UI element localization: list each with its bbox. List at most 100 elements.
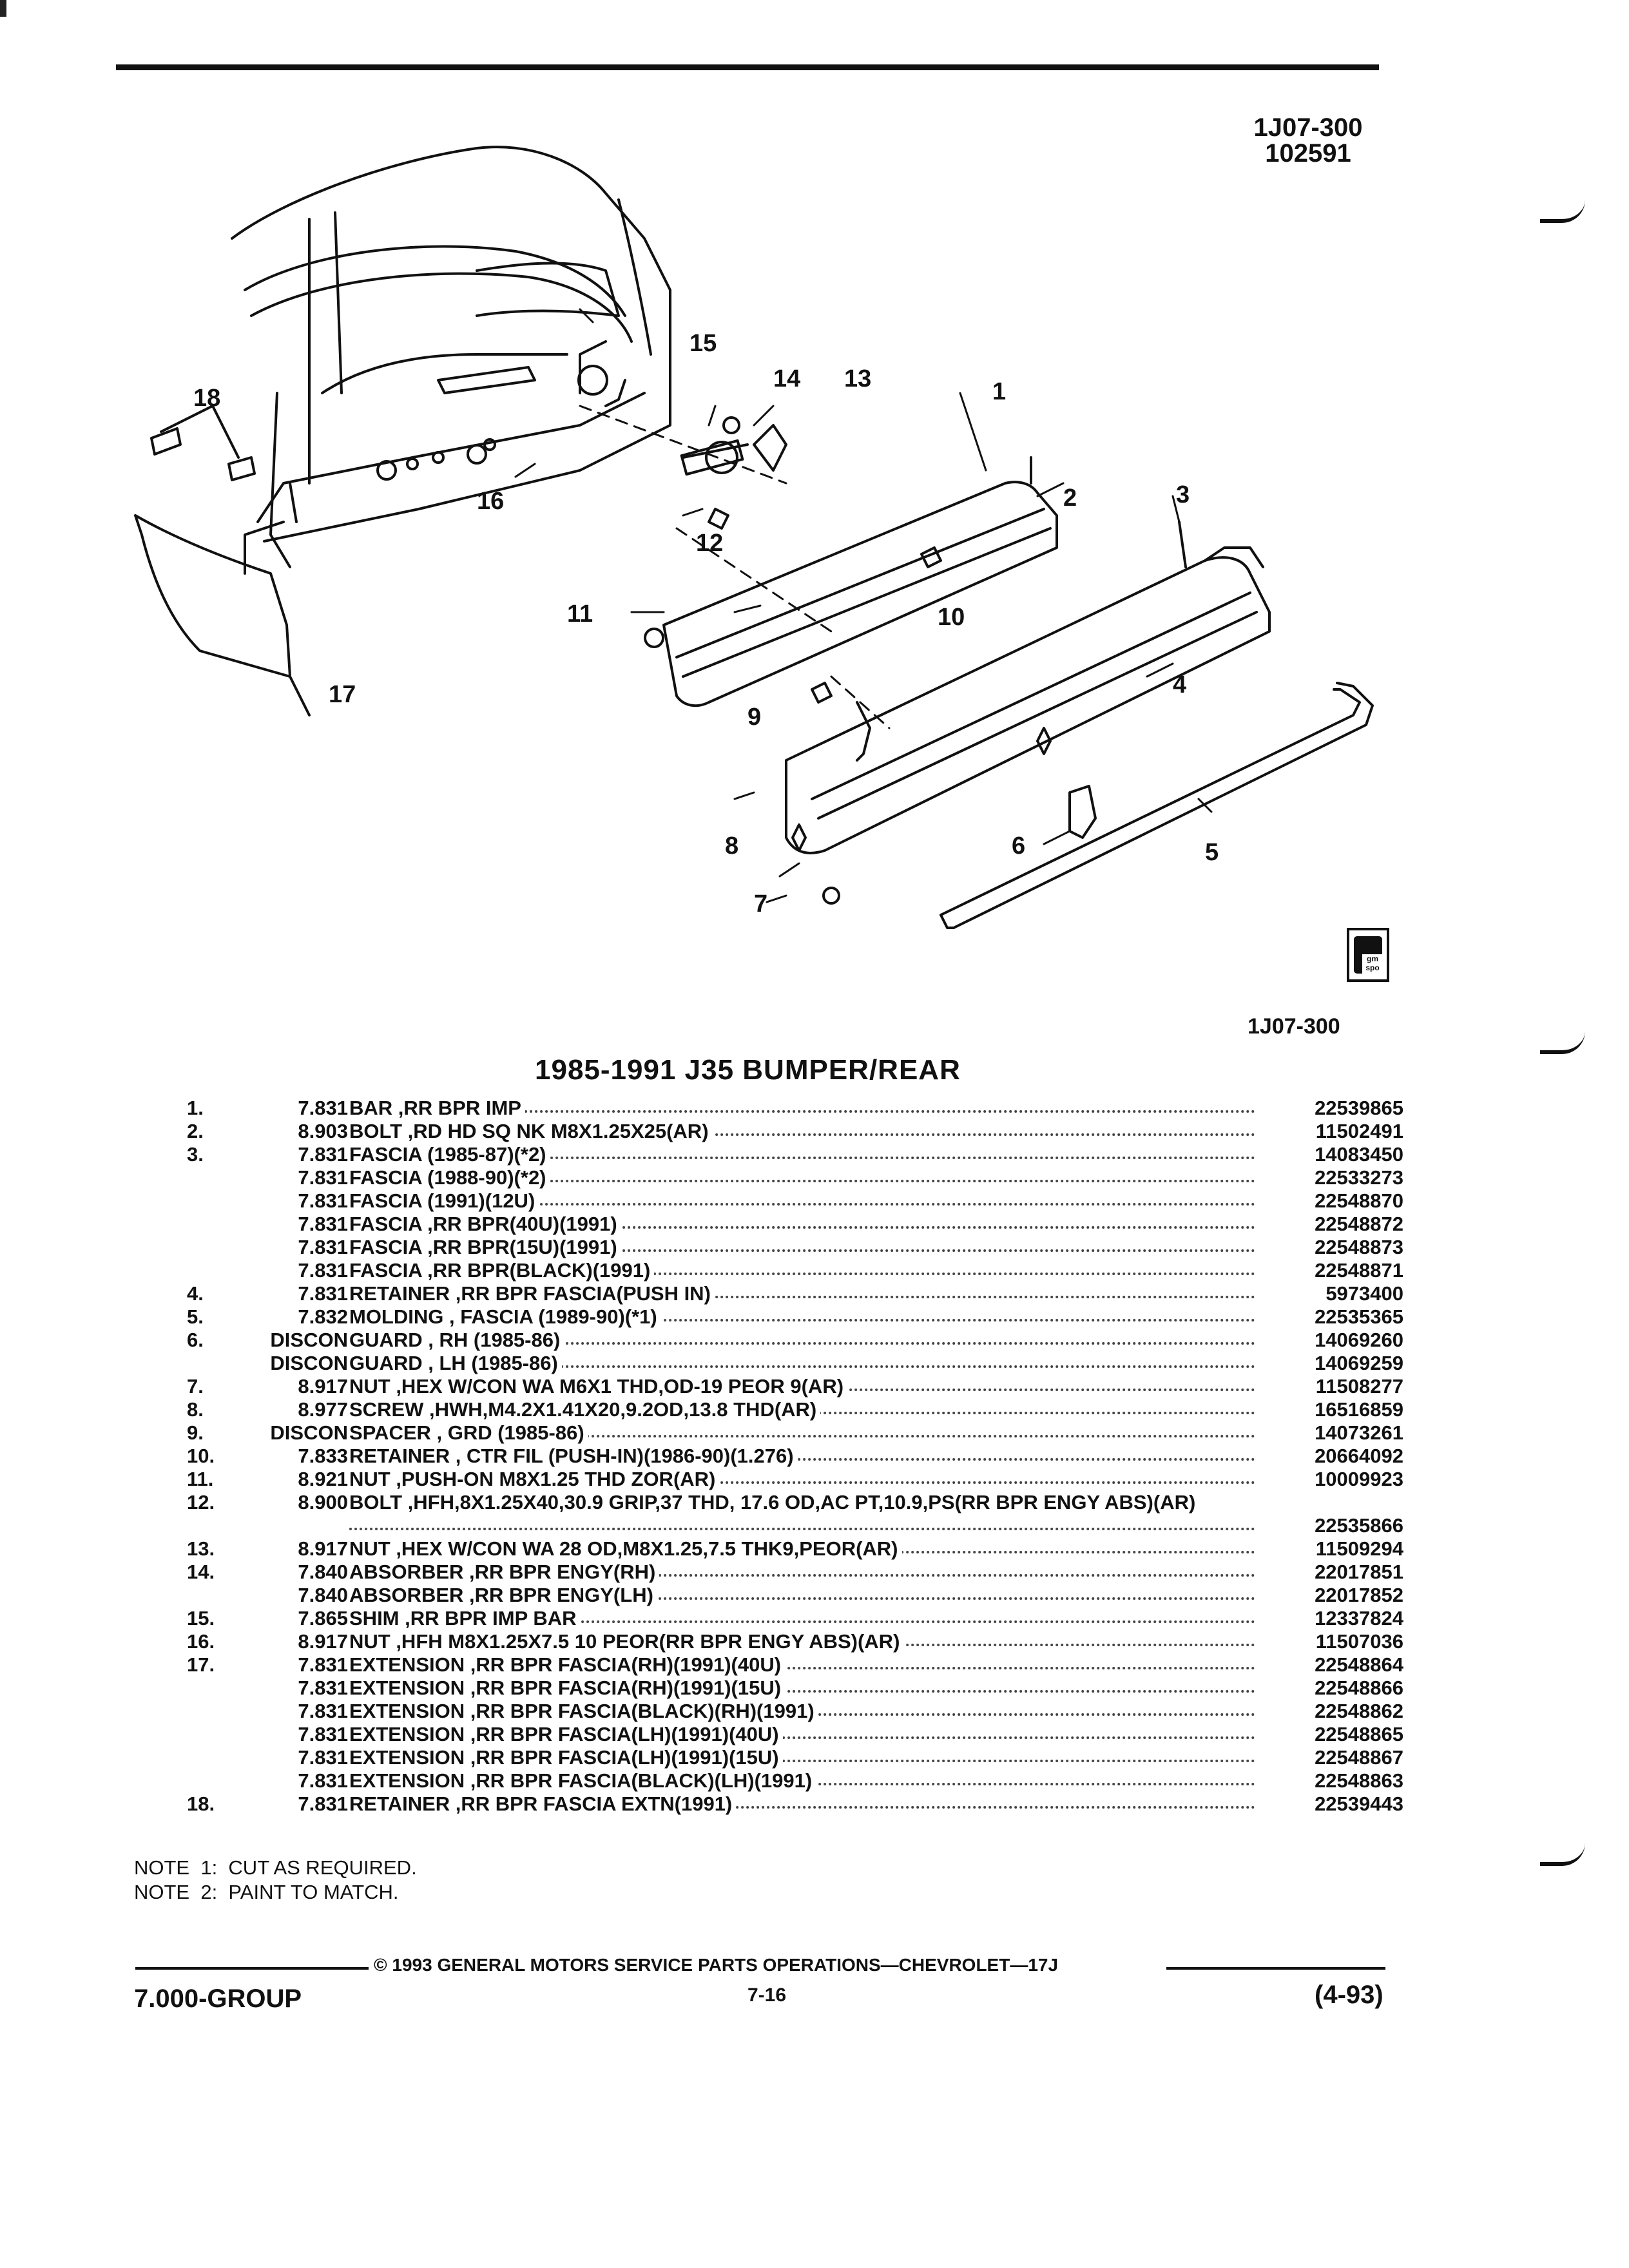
group-number: 7.831 (298, 1143, 348, 1166)
part-number: 22533273 (1315, 1166, 1403, 1189)
group-number: 7.840 (298, 1584, 348, 1606)
scan-edge-mark (0, 0, 6, 17)
item-number: 15. (187, 1607, 215, 1629)
part-number: 22535866 (1315, 1514, 1403, 1537)
item-number: 5. (187, 1305, 204, 1328)
item-number: 11. (187, 1468, 214, 1490)
group-number: DISCON (270, 1421, 348, 1444)
part-description-text: EXTENSION ,RR BPR FASCIA(RH)(1991)(15U) (349, 1677, 786, 1699)
leader-dots (349, 1806, 1255, 1809)
leader-dots (349, 1203, 1255, 1206)
impact-bar-1-drawing (662, 456, 1058, 707)
part-description: FASCIA ,RR BPR(40U)(1991) (349, 1213, 1257, 1236)
part-description: EXTENSION ,RR BPR FASCIA(LH)(1991)(40U) (349, 1723, 1257, 1746)
part-description-text: FASCIA (1985-87)(*2) (349, 1143, 550, 1166)
item-number: 1. (187, 1097, 204, 1119)
callout-4: 4 (1173, 671, 1186, 698)
leader-dots (349, 1273, 1255, 1275)
part-number: 22017851 (1315, 1561, 1403, 1583)
leader-dots (349, 1226, 1255, 1229)
quarter-panel-drawing (231, 146, 671, 575)
hardware-drawings (467, 340, 1097, 905)
part-number: 12337824 (1315, 1607, 1403, 1629)
part-description-text: RETAINER ,RR BPR FASCIA EXTN(1991) (349, 1792, 737, 1815)
callout-2: 2 (1063, 485, 1077, 512)
gm-spo-logo-text: gm spo (1362, 954, 1383, 974)
part-number: 22548865 (1315, 1723, 1403, 1745)
group-number: 7.831 (298, 1746, 348, 1769)
callout-5: 5 (1205, 839, 1219, 866)
leader-dots (349, 1667, 1255, 1669)
part-description: EXTENSION ,RR BPR FASCIA(BLACK)(LH)(1991… (349, 1769, 1257, 1792)
part-description-text: SCREW ,HWH,M4.2X1.41X20,9.2OD,13.8 THD(A… (349, 1398, 821, 1421)
item-number: 9. (187, 1421, 204, 1444)
item-number: 16. (187, 1630, 215, 1653)
group-number: 7.831 (298, 1792, 348, 1815)
molding-5-drawing (940, 682, 1374, 929)
part-description-text: FASCIA (1988-90)(*2) (349, 1166, 550, 1189)
part-description: SCREW ,HWH,M4.2X1.41X20,9.2OD,13.8 THD(A… (349, 1398, 1257, 1421)
part-description: EXTENSION ,RR BPR FASCIA(BLACK)(RH)(1991… (349, 1700, 1257, 1723)
group-number: 8.900 (298, 1491, 348, 1514)
part-description: MOLDING , FASCIA (1989-90)(*1) (349, 1305, 1257, 1329)
part-description: GUARD , LH (1985-86) (349, 1352, 1257, 1375)
leader-lines (514, 308, 1213, 903)
callout-12: 12 (696, 530, 723, 557)
leader-dots (349, 1760, 1255, 1762)
part-description-text: MOLDING , FASCIA (1989-90)(*1) (349, 1305, 661, 1328)
callout-10: 10 (938, 604, 965, 631)
group-label: 7.000-GROUP (134, 1984, 302, 2013)
item-number: 10. (187, 1445, 215, 1467)
part-description-text: EXTENSION ,RR BPR FASCIA(BLACK)(LH)(1991… (349, 1769, 816, 1792)
item-number: 2. (187, 1120, 204, 1142)
binding-hole-mark (1540, 200, 1585, 223)
note-2: NOTE 2: PAINT TO MATCH. (134, 1881, 399, 1903)
group-number: 7.831 (298, 1259, 348, 1282)
part-number: 22548863 (1315, 1769, 1403, 1792)
binding-hole-mark (1540, 1843, 1585, 1866)
callout-8: 8 (725, 832, 738, 860)
part-number: 22539865 (1315, 1097, 1403, 1119)
part-number: 11502491 (1315, 1120, 1403, 1142)
notes: NOTE 1: CUT AS REQUIRED. NOTE 2: PAINT T… (134, 1856, 417, 1905)
part-description-text: BOLT ,HFH,8X1.25X40,30.9 GRIP,37 THD, 17… (349, 1491, 1200, 1514)
part-description: ABSORBER ,RR BPR ENGY(RH) (349, 1561, 1257, 1584)
group-number: 7.831 (298, 1189, 348, 1212)
leader-dots (349, 1620, 1255, 1623)
group-number: 8.977 (298, 1398, 348, 1421)
item-number: 8. (187, 1398, 204, 1421)
group-number: 8.921 (298, 1468, 348, 1490)
part-description-text: BAR ,RR BPR IMP (349, 1097, 525, 1119)
illustration-code: 1J07-300 102591 (1237, 115, 1379, 166)
header-rule (116, 64, 1379, 70)
part-number: 22548870 (1315, 1189, 1403, 1212)
part-description-text: ABSORBER ,RR BPR ENGY(LH) (349, 1584, 657, 1606)
footer-rule-left (361, 1967, 369, 1970)
item-number: 3. (187, 1143, 204, 1166)
revision-date: (4-93) (1315, 1981, 1383, 2009)
callout-14: 14 (773, 365, 800, 392)
part-description-text: NUT ,HEX W/CON WA M6X1 THD,OD-19 PEOR 9(… (349, 1375, 848, 1398)
part-description: RETAINER , CTR FIL (PUSH-IN)(1986-90)(1.… (349, 1445, 1257, 1468)
part-description: BOLT ,RD HD SQ NK M8X1.25X25(AR) (349, 1120, 1257, 1143)
callout-11: 11 (567, 601, 593, 628)
group-number: 7.832 (298, 1305, 348, 1328)
leader-dots (349, 1597, 1255, 1600)
callout-6: 6 (1012, 832, 1025, 860)
part-number: 22535365 (1315, 1305, 1403, 1328)
callout-17: 17 (329, 681, 356, 708)
part-number: 11508277 (1315, 1375, 1403, 1398)
